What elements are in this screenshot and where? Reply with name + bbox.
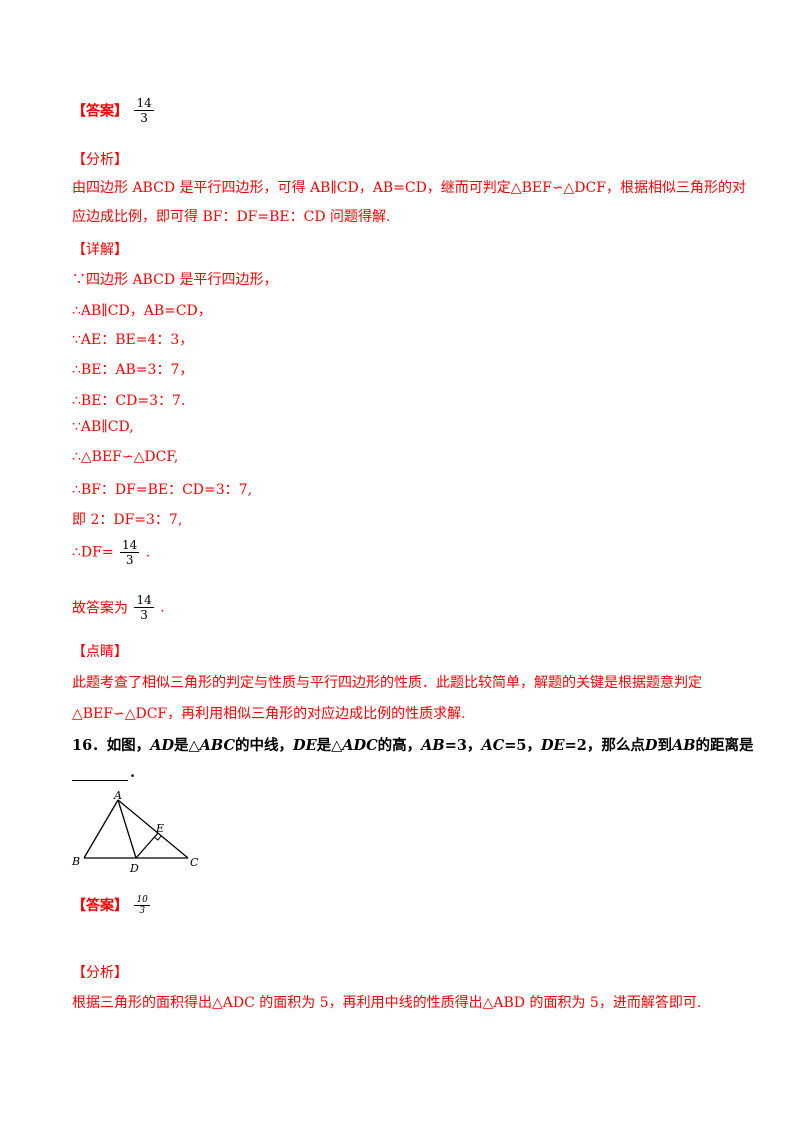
answer-blank [72,766,128,781]
question-text: 的距离是 [695,737,754,754]
fraction-denominator: 3 [140,111,148,125]
final-answer-fraction: 14 3 [134,593,154,622]
analysis-label-1: 【分析】 [72,152,128,168]
detail-label-1: 【详解】 [72,242,128,258]
fraction-numerator: 10 [136,895,148,905]
detail-step: ∵四边形 ABCD 是平行四边形， [72,272,278,288]
question-text: 的中线， [235,737,293,754]
analysis-text-line-1: 由四边形 ABCD 是平行四边形，可得 AB∥CD，AB=CD，继而可判定△BE… [72,180,746,196]
question-text: 的高， [377,737,422,754]
triangle-ABC: ABC [199,737,235,754]
detail-step: ∴AB∥CD，AB=CD， [72,303,212,319]
fraction-numerator: 14 [136,593,152,607]
answer-line-1: 【答案】 14 3 [72,96,156,125]
fraction-denominator: 3 [140,608,148,622]
analysis-label-2: 【分析】 [72,965,128,981]
triangle-figure: A B C D E [71,790,199,872]
point-D: D [644,737,658,754]
label-C: C [190,856,199,869]
question-text: 到 [657,737,672,754]
detail-step: ∴BE：CD=3：7. [72,393,186,409]
answer-label: 【答案】 [72,898,128,914]
detail-step: ∵AB∥CD, [72,419,134,435]
segment-AC: AC [481,737,505,754]
question-text: 是△ [174,737,200,754]
detail-step: ∵AE：BE=4：3， [72,332,194,348]
comment-label-1: 【点睛】 [72,644,128,660]
final-answer-line: 故答案为 14 3 . [72,593,165,622]
fraction-bar [134,905,150,906]
segment-DE: DE [293,737,317,754]
detail-step: 即 2：DF=3：7, [72,512,183,528]
detail-step: ∴△BEF∽△DCF, [72,449,179,465]
right-angle-mark [153,835,162,841]
question-text: =5， [504,737,541,754]
median-AD [117,799,137,859]
question-text: 是△ [316,737,343,754]
segment-DE: DE [540,737,565,754]
answer-fraction: 14 3 [134,96,154,125]
comment-text-line-1: 此题考查了相似三角形的判定与性质与平行四边形的性质．此题比较简单，解题的关键是根… [72,675,702,691]
answer-label: 【答案】 [72,103,128,120]
fraction-numerator: 14 [122,538,138,552]
df-prefix: ∴DF= [72,544,114,561]
side-AB [83,799,119,859]
question-text: =3， [444,737,482,754]
final-answer-prefix: 故答案为 [72,600,128,617]
comment-text-line-2: △BEF∽△DCF，再利用相似三角形的对应边成比例的性质求解. [72,706,466,722]
label-A: A [113,790,122,802]
detail-step: ∴BF：DF=BE：CD=3：7, [72,482,253,498]
label-D: D [129,862,139,872]
question-number: 16． [72,737,107,754]
fraction-bar [120,552,140,553]
df-result-line: ∴DF= 14 3 . [72,538,150,567]
final-answer-suffix: . [160,599,165,616]
question-16-line-2: . [72,764,135,781]
fraction-bar [134,110,154,111]
detail-step: ∴BE：AB=3：7， [72,362,194,378]
fraction-numerator: 14 [136,96,152,110]
label-B: B [71,855,80,868]
segment-AD: AD [150,737,175,754]
question-text: =2，那么点 [564,737,645,754]
df-suffix: . [145,544,151,561]
answer-line-2: 【答案】 10 3 [72,895,152,916]
answer-fraction: 10 3 [134,895,150,916]
side-AC [117,799,189,859]
segment-AB: AB [421,737,445,754]
fraction-denominator: 3 [125,553,134,567]
analysis-2-text-line-1: 根据三角形的面积得出△ADC 的面积为 5，再利用中线的性质得出△ABD 的面积… [72,995,702,1011]
segment-AB: AB [671,737,696,754]
altitude-DE [135,832,159,859]
question-text: 如图， [106,737,151,754]
fraction-bar [134,607,154,608]
label-E: E [155,822,164,835]
df-fraction: 14 3 [120,538,140,567]
fraction-denominator: 3 [139,906,146,916]
question-end-period: . [130,764,136,781]
question-16-line-1: 16．如图，AD是△ABC的中线，DE是△ADC的高，AB=3，AC=5，DE=… [72,734,753,755]
triangle-ADC: ADC [342,737,378,754]
analysis-text-line-2: 应边成比例，即可得 BF：DF=BE：CD 问题得解. [72,209,391,225]
